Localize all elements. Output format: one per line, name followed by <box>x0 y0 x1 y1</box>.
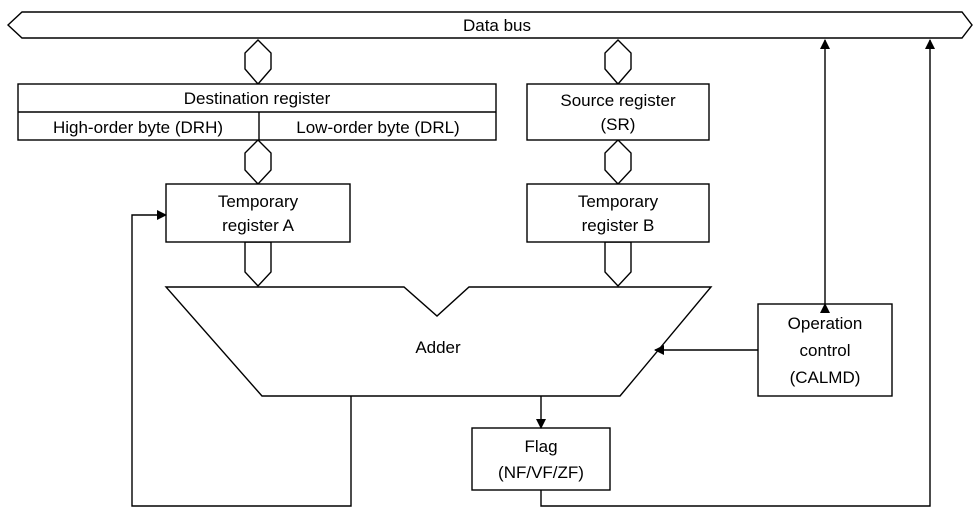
bus-connector-source <box>604 39 632 86</box>
arrow-flag-to-bus <box>540 39 935 507</box>
connector-temp-b-to-adder <box>604 241 632 288</box>
operation-control-line3: (CALMD) <box>790 368 861 387</box>
temp-a-line2: register A <box>222 216 294 235</box>
source-register-line2: (SR) <box>601 115 636 134</box>
destination-register: Destination register High-order byte (DR… <box>17 83 497 141</box>
source-register-line1: Source register <box>560 91 676 110</box>
temp-b-line2: register B <box>582 216 655 235</box>
data-bus: Data bus <box>6 11 973 39</box>
flag-line1: Flag <box>524 437 557 456</box>
temp-a-line1: Temporary <box>218 192 299 211</box>
destination-register-title: Destination register <box>184 89 331 108</box>
temporary-register-a: Temporary register A <box>165 183 351 243</box>
temp-b-line1: Temporary <box>578 192 659 211</box>
data-bus-label: Data bus <box>463 16 531 35</box>
connector-source-to-temp-b <box>604 139 632 186</box>
source-register: Source register (SR) <box>526 83 710 141</box>
low-order-byte-label: Low-order byte (DRL) <box>296 118 459 137</box>
bus-connector-dest <box>244 39 272 86</box>
connector-dest-to-temp-a <box>244 139 272 186</box>
adder-label: Adder <box>415 338 461 357</box>
operation-control: Operation control (CALMD) <box>757 303 893 397</box>
operation-control-line2: control <box>799 341 850 360</box>
arrow-adder-feedback-to-temp-a <box>131 210 352 507</box>
operation-control-line1: Operation <box>788 314 863 333</box>
flag-register: Flag (NF/VF/ZF) <box>471 427 611 491</box>
flag-line2: (NF/VF/ZF) <box>498 463 584 482</box>
connector-temp-a-to-adder <box>244 241 272 288</box>
high-order-byte-label: High-order byte (DRH) <box>53 118 223 137</box>
temporary-register-b: Temporary register B <box>526 183 710 243</box>
adder: Adder <box>164 286 713 397</box>
